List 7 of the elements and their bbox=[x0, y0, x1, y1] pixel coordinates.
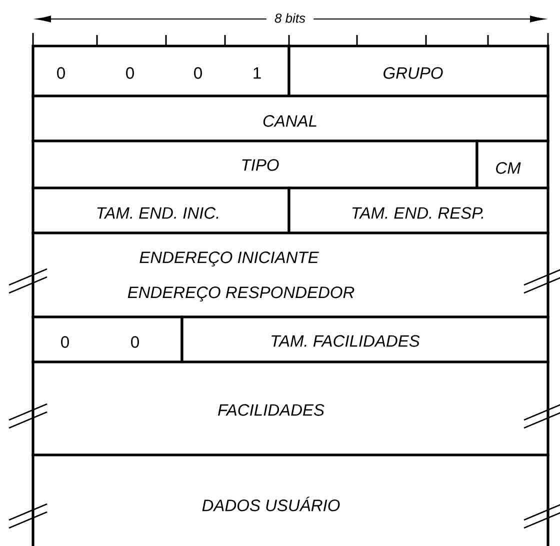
field-box: DADOS USUÁRIO bbox=[32, 454, 550, 546]
field-box: GRUPO bbox=[288, 44, 550, 98]
dimension-label: 8 bits bbox=[266, 11, 314, 25]
field-box: TAM. END. INIC. bbox=[32, 186, 290, 234]
field-box: CM bbox=[476, 140, 550, 190]
field-box: 0 0 0 1 bbox=[32, 44, 290, 98]
field-box: 0 0 bbox=[32, 316, 184, 364]
